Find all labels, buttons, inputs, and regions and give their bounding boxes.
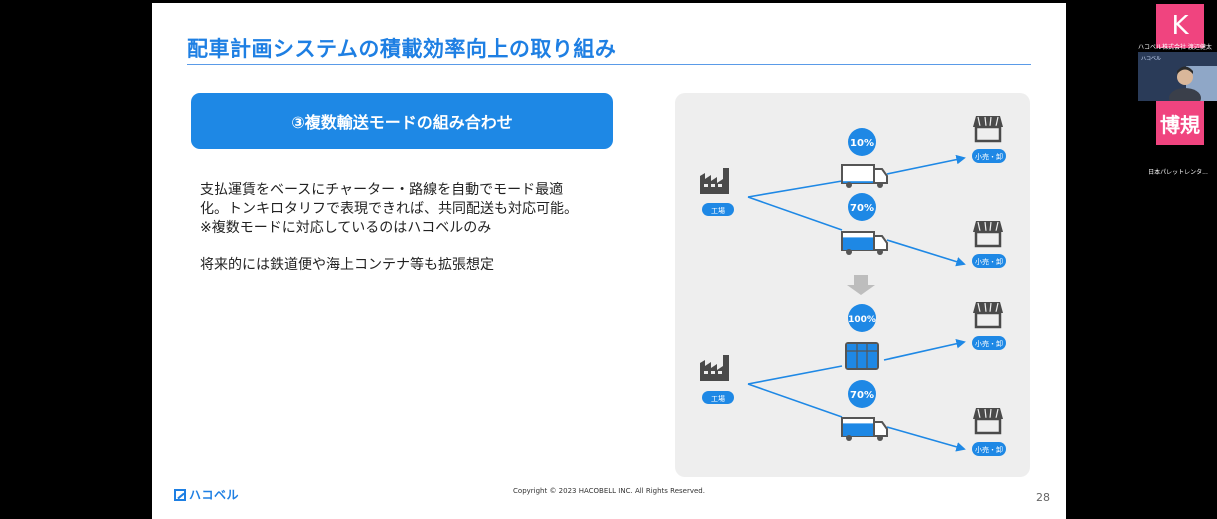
factory-icon [700,168,729,194]
load-percent-upper: 10% [850,138,874,149]
route-line [747,180,843,198]
route-line [747,365,843,385]
section-heading: ③複数輸送モードの組み合わせ [291,113,513,132]
dest-label: 小売・卸 [975,152,1003,161]
copyright-notice: Copyright © 2023 HACOBELL INC. All Right… [513,487,705,495]
origin-badge [702,391,734,404]
arrow-down-icon [847,275,875,295]
body-line-4: 将来的には鉄道便や海上コンテナ等も拡張想定 [200,257,494,273]
load-percent-upper: 100% [848,315,876,325]
participant-name: 日本パレットレンタ... [1148,169,1208,176]
container-load-fill [847,344,877,368]
body-line-1: 支払運賃をベースにチャーター・路線を自動でモード最適 [200,182,564,198]
route-line [747,383,843,418]
truck-icon [841,417,888,441]
presentation-slide: 配車計画システムの積載効率向上の取り組み ③複数輸送モードの組み合わせ 支払運賃… [152,3,1066,519]
title-divider [187,64,1031,65]
load-percent-lower: 70% [850,203,874,214]
load-percent-lower: 70% [850,390,874,401]
dest-badge [972,442,1006,456]
top-scenario: 工場 10% 70% 小売・卸 [700,114,1006,268]
dest-badge [972,336,1006,350]
route-line [747,196,843,231]
store-icon [971,300,1005,329]
dest-badge [972,254,1006,268]
participant-tile-initial[interactable]: 博規 [1156,101,1204,145]
dest-label: 小売・卸 [975,445,1003,454]
truck-icon [841,164,888,188]
participant-initial: 博規 [1160,112,1200,137]
store-icon [971,406,1005,435]
page-number: 28 [1036,491,1050,504]
truck-icon [841,231,888,255]
body-line-2: 化。トンキロタリフで表現できれば、共同配送も対応可能。 [200,201,578,217]
transport-mode-diagram: 工場 10% 70% 小売・卸 [700,114,1006,456]
truck-load-fill [843,181,873,183]
dest-badge [972,149,1006,163]
section-heading-banner: ③複数輸送モードの組み合わせ [191,93,613,149]
store-icon [971,114,1005,143]
bottom-scenario: 工場 100% 70% 小 [700,300,1006,456]
origin-label: 工場 [711,206,725,215]
slide-title: 配車計画システムの積載効率向上の取り組み [187,37,617,61]
store-icon [971,219,1005,248]
participant-avatar [1169,66,1217,101]
route-arrow [886,239,966,267]
origin-label: 工場 [711,394,725,403]
route-arrow [886,154,966,175]
participant-tile-initial[interactable]: K [1156,4,1204,48]
route-arrow [886,426,966,452]
participant-name: ハコベル株式会社 渡辺健太 [1138,44,1212,51]
rail-container-icon [845,342,879,370]
load-badge [848,128,876,156]
origin-badge [702,203,734,216]
route-arrow [883,339,966,361]
logo-mark-icon [174,488,186,501]
hacobell-logo: ハコベル [174,486,239,503]
load-badge [848,304,876,332]
truck-load-fill [843,237,873,250]
dest-label: 小売・卸 [975,257,1003,266]
body-line-3: ※複数モードに対応しているのはハコベルのみ [200,220,492,236]
truck-load-fill [843,423,873,436]
factory-icon [700,355,729,381]
participant-initial: K [1171,11,1189,41]
video-banner-text: ハコベル [1141,56,1162,62]
dest-label: 小売・卸 [975,339,1003,348]
logo-text: ハコベル [189,488,240,502]
load-badge [848,380,876,408]
participant-video-tile[interactable]: ハコベル [1138,52,1217,101]
load-badge [848,193,876,221]
